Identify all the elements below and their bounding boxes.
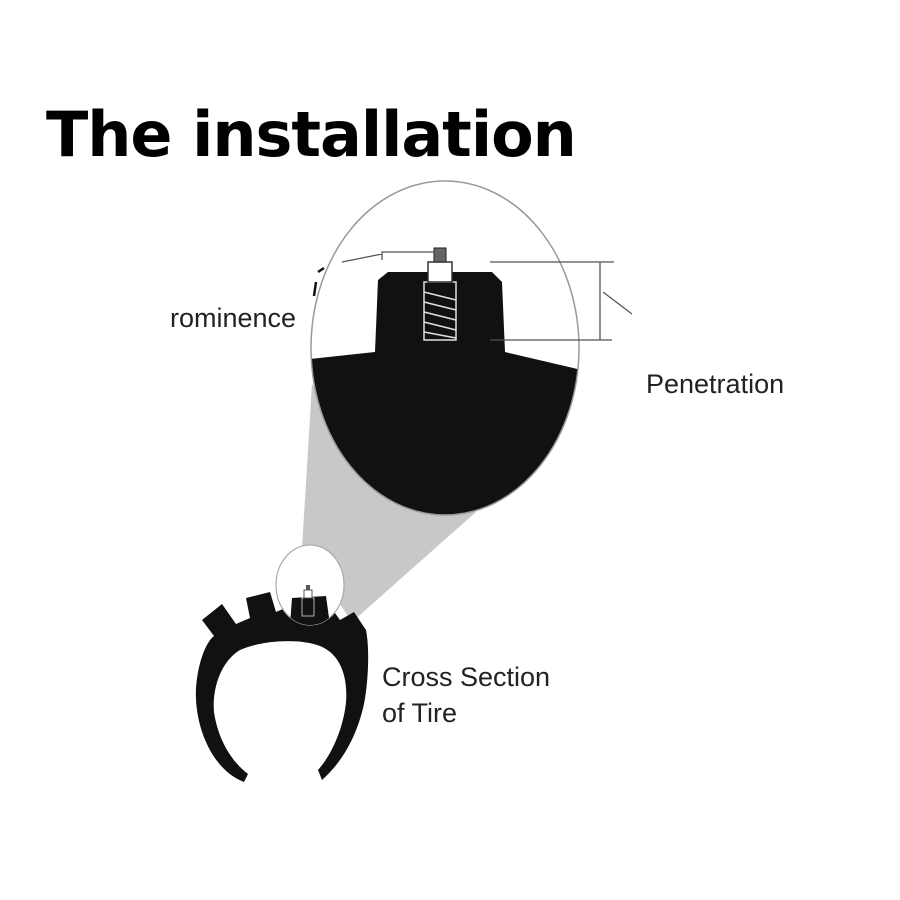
page-title: The installation — [46, 98, 577, 171]
cross-section-label-line2: of Tire — [382, 698, 458, 728]
stud-thread — [423, 291, 457, 339]
stud-collar — [427, 261, 453, 283]
prominence-label: rominence — [170, 303, 297, 333]
prominence-tick — [312, 266, 325, 297]
tire-rubber-magnified — [311, 272, 579, 515]
prominence-pointer-line — [341, 251, 434, 263]
penetration-dimension — [490, 261, 633, 341]
cross-section-label: Cross Section of Tire — [382, 659, 550, 731]
penetration-label: Penetration — [646, 369, 785, 399]
tire-cross-section — [195, 544, 369, 782]
cross-section-label-line1: Cross Section — [382, 662, 551, 692]
magnified-view — [310, 180, 580, 516]
stud-body — [423, 281, 457, 341]
stud-tip — [433, 247, 447, 263]
tire-cross-section-body — [195, 590, 369, 782]
